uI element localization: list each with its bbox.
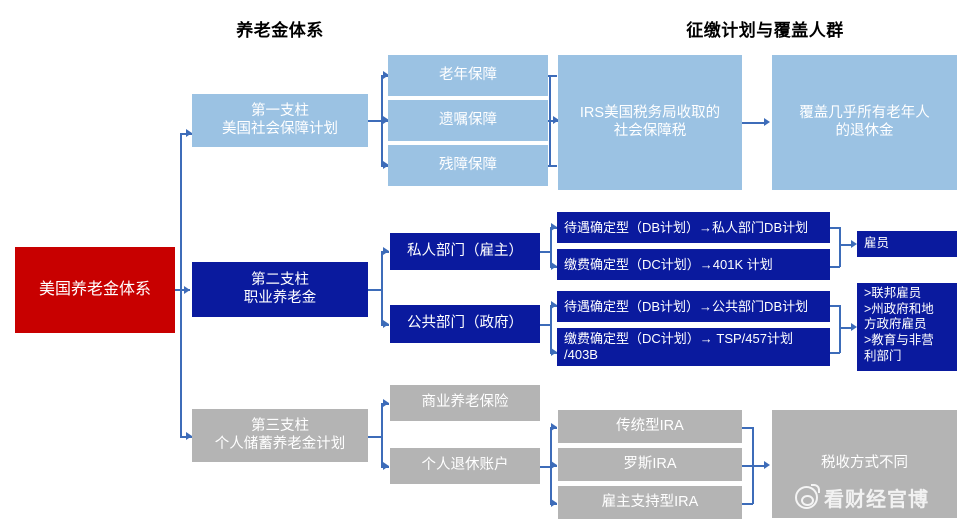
arrow-to-private-dc [551, 262, 557, 270]
arrow-to-public-dc [551, 348, 557, 356]
roth-ira-node[interactable]: 罗斯IRA [558, 448, 742, 481]
arrow-pillar1-branch-2 [383, 116, 389, 124]
connector-ira-out [540, 466, 551, 468]
connector-pillar3-out [368, 436, 382, 438]
tax-outcome-node[interactable]: 税收方式不同 [772, 410, 957, 518]
arrow-to-public-sector [383, 320, 389, 328]
plan-public-dc[interactable]: 缴费确定型（DC计划）→ TSP/457计划 /403B [557, 328, 830, 366]
arrow-to-roth-ira [551, 461, 557, 469]
connector-root-stub [175, 289, 190, 291]
connector-private-bus [550, 227, 552, 267]
connector-privplans-bus [839, 227, 841, 267]
arrow-to-irs-box [553, 116, 559, 124]
connector-root-spine [180, 133, 182, 436]
connector-pillar2-out [368, 289, 382, 291]
arrow-to-public-db [551, 301, 557, 309]
arrow-pillar1-branch-3 [383, 161, 389, 169]
connector-pillar2-bus [381, 251, 383, 325]
plan-public-db[interactable]: 待遇确定型（DB计划）→公共部门DB计划 [557, 291, 830, 322]
commercial-insurance-node[interactable]: 商业养老保险 [390, 385, 540, 421]
pillar1-branch-old-age[interactable]: 老年保障 [388, 55, 548, 96]
irs-collection-node[interactable]: IRS美国税务局收取的 社会保障税 [558, 55, 742, 190]
arrow-to-coverage-box [764, 118, 770, 126]
connector-pillar3-bus [381, 403, 383, 467]
connector-privplans-to-group [839, 244, 853, 246]
pillar-2-node[interactable]: 第二支柱 职业养老金 [192, 262, 368, 317]
arrow-to-ira-account [383, 462, 389, 470]
group-public-employees-node[interactable]: >联邦雇员 >州政府和地 方政府雇员 >教育与非营 利部门 [857, 283, 957, 371]
connector-public-bus [550, 305, 552, 353]
connector-irs-to-coverage [742, 122, 766, 124]
arrow-pillar1-branch-1 [383, 71, 389, 79]
connector-pubplans-bus [839, 305, 841, 353]
coverage-node[interactable]: 覆盖几乎所有老年人 的退休金 [772, 55, 957, 190]
connector-pubplans-to-group [839, 327, 853, 329]
pillar1-branch-disability[interactable]: 残障保障 [388, 145, 548, 186]
connector-iras-to-outcome [742, 465, 766, 467]
connector-privplans-m2 [830, 266, 840, 268]
connector-pillar1-out [368, 120, 382, 122]
ira-account-node[interactable]: 个人退休账户 [390, 448, 540, 484]
connector-pubplans-m2 [830, 352, 840, 354]
pillar1-branch-survivor[interactable]: 遗嘱保障 [388, 100, 548, 141]
arrow-to-pillar3 [186, 432, 192, 440]
right-column-title: 征缴计划与覆盖人群 [686, 21, 844, 40]
private-sector-node[interactable]: 私人部门（雇主） [390, 233, 540, 270]
group-employees-node[interactable]: 雇员 [857, 231, 957, 257]
connector-iras-m1 [742, 427, 753, 429]
arrow-to-traditional-ira [551, 423, 557, 431]
pillar-3-node[interactable]: 第三支柱 个人储蓄养老金计划 [192, 409, 368, 462]
arrow-to-private-db [551, 223, 557, 231]
connector-b3-merge [548, 165, 557, 167]
connector-pubplans-m1 [830, 305, 840, 307]
public-sector-node[interactable]: 公共部门（政府） [390, 305, 540, 343]
left-column-title: 养老金体系 [236, 21, 324, 40]
plan-private-dc[interactable]: 缴费确定型（DC计划）→401K 计划 [557, 249, 830, 280]
connector-privplans-m1 [830, 227, 840, 229]
arrow-to-employee-group [851, 240, 857, 248]
root-node[interactable]: 美国养老金体系 [15, 247, 175, 333]
arrow-to-tax-outcome [764, 461, 770, 469]
connector-iras-m3 [742, 503, 753, 505]
arrow-to-private-sector [383, 247, 389, 255]
arrow-to-public-group [851, 323, 857, 331]
pillar-1-node[interactable]: 第一支柱 美国社会保障计划 [192, 94, 368, 147]
arrow-to-commercial-insurance [383, 399, 389, 407]
arrow-to-pillar1 [186, 129, 192, 137]
arrow-to-employer-ira [551, 499, 557, 507]
connector-b1-merge [548, 75, 557, 77]
traditional-ira-node[interactable]: 传统型IRA [558, 410, 742, 443]
connector-private-out [540, 251, 551, 253]
plan-private-db[interactable]: 待遇确定型（DB计划）→私人部门DB计划 [557, 212, 830, 243]
employer-sponsored-ira-node[interactable]: 雇主支持型IRA [558, 486, 742, 519]
arrow-root-to-pillar2 [184, 286, 190, 294]
connector-public-out [540, 324, 551, 326]
